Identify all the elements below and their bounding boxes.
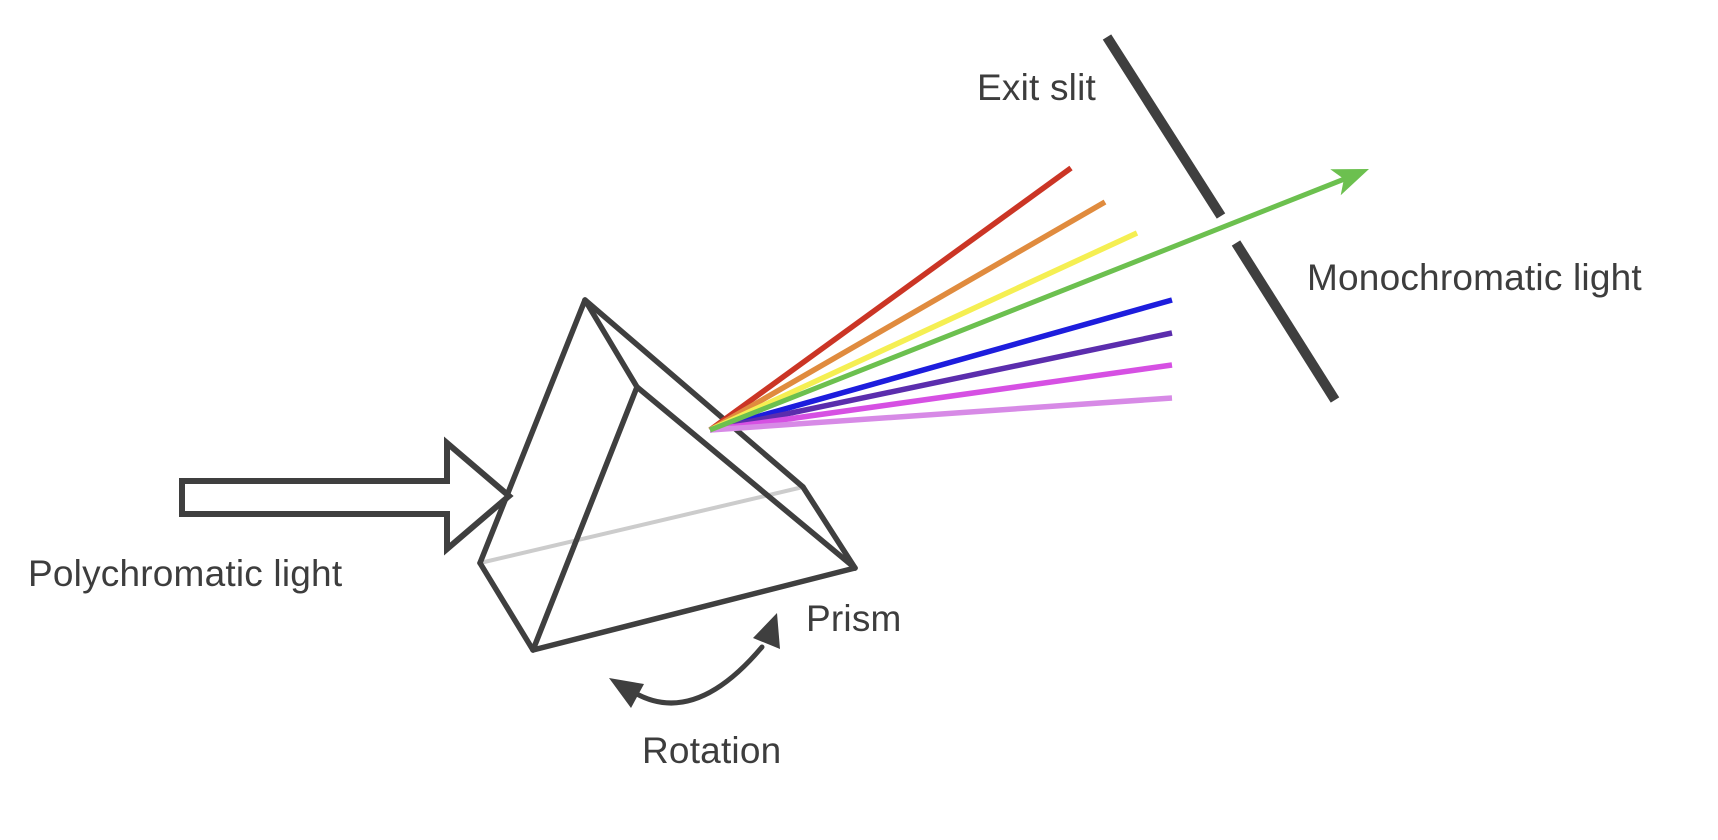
monochromatic-beam-arrow — [709, 169, 1369, 433]
rotation-arrow-curve — [627, 644, 765, 706]
ray-violet — [709, 330, 1173, 433]
monochromatic-beam-line — [709, 175, 1348, 433]
monochromatic-light-label: Monochromatic light — [1307, 257, 1642, 298]
prism-edge-bottom — [530, 565, 858, 653]
exit-slit-upper-segment — [1102, 34, 1226, 219]
exit-slit-label: Exit slit — [977, 67, 1096, 108]
exit-slit-lower-segment — [1231, 240, 1340, 403]
ray-orange — [708, 199, 1107, 433]
polychromatic-light-label: Polychromatic light — [28, 553, 343, 594]
ray-orchid — [709, 395, 1173, 433]
prism-hidden-edge — [479, 485, 804, 565]
rotation-arrowhead-right — [753, 613, 780, 649]
prism-edge-top-ridge — [582, 297, 640, 390]
exit-slit-barrier — [1102, 34, 1340, 403]
ray-magenta — [709, 362, 1173, 433]
ray-red — [708, 165, 1073, 433]
rotation-arrow — [609, 613, 780, 708]
prism-edge-right — [800, 484, 858, 571]
prism-edge-front — [530, 384, 640, 653]
rotation-arrowhead-left — [609, 678, 644, 708]
monochromatic-beam-arrowhead — [1330, 169, 1369, 196]
prism-label: Prism — [806, 598, 902, 639]
prism-edge-exit-face — [634, 384, 858, 571]
prism-edge-top-right — [582, 297, 806, 490]
prism-shape — [477, 297, 858, 653]
ray-blue — [709, 297, 1173, 433]
ray-yellow — [708, 230, 1139, 433]
prism-edge-bottom-left — [477, 560, 536, 653]
prism-edge-left — [477, 297, 588, 566]
polychromatic-arrow — [179, 436, 514, 556]
spectrum-rays — [708, 165, 1173, 433]
rotation-label: Rotation — [642, 730, 781, 771]
